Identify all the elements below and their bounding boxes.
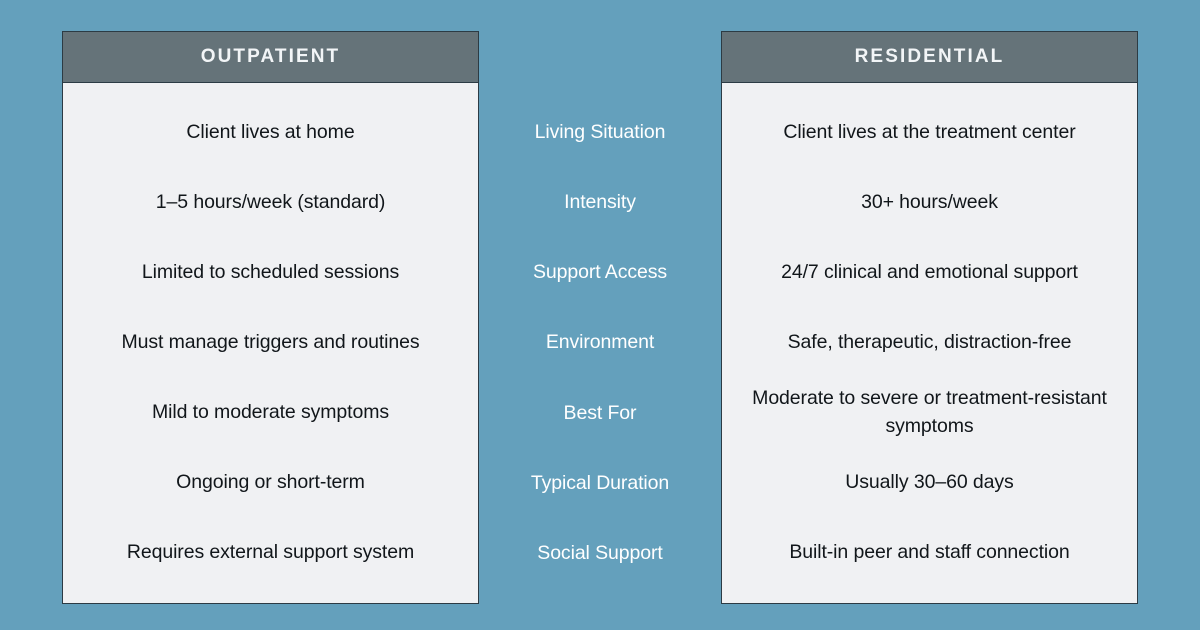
residential-cell-social-support: Built-in peer and staff connection (732, 517, 1127, 587)
label-text: Intensity (564, 191, 636, 214)
outpatient-cell-typical-duration: Ongoing or short-term (73, 447, 468, 517)
label-text: Living Situation (534, 120, 666, 143)
attribute-label-column: Living Situation Intensity Support Acces… (479, 83, 721, 604)
cell-text: 30+ hours/week (861, 190, 998, 213)
label-typical-duration: Typical Duration (479, 448, 721, 518)
outpatient-card-header: OUTPATIENT (62, 31, 479, 83)
label-text: Environment (545, 331, 655, 354)
cell-text: Moderate to severe or treatment-resistan… (752, 386, 1107, 437)
label-text: Best For (563, 401, 637, 424)
label-living-situation: Living Situation (479, 97, 721, 167)
residential-card-header: RESIDENTIAL (721, 31, 1138, 83)
label-text: Support Access (532, 261, 668, 284)
outpatient-cell-best-for: Mild to moderate symptoms (73, 377, 468, 447)
outpatient-cell-environment: Must manage triggers and routines (73, 307, 468, 377)
outpatient-card-body: Client lives at home 1–5 hours/week (sta… (62, 83, 479, 604)
residential-card-body: Client lives at the treatment center 30+… (721, 83, 1138, 604)
cell-text: Client lives at home (186, 120, 355, 143)
residential-cell-intensity: 30+ hours/week (732, 167, 1127, 237)
residential-cell-environment: Safe, therapeutic, distraction-free (732, 307, 1127, 377)
cell-text: Safe, therapeutic, distraction-free (787, 330, 1072, 353)
label-social-support: Social Support (479, 518, 721, 588)
residential-header-title: RESIDENTIAL (854, 46, 1005, 67)
cell-text: Must manage triggers and routines (121, 330, 420, 353)
cell-text: Requires external support system (126, 540, 415, 563)
cell-text: Limited to scheduled sessions (141, 260, 400, 283)
label-best-for: Best For (479, 378, 721, 448)
cell-text: Usually 30–60 days (845, 470, 1014, 493)
label-support-access: Support Access (479, 237, 721, 307)
label-intensity: Intensity (479, 167, 721, 237)
outpatient-cell-intensity: 1–5 hours/week (standard) (73, 167, 468, 237)
cell-text: Ongoing or short-term (176, 470, 365, 493)
cell-text: Client lives at the treatment center (783, 120, 1076, 143)
outpatient-header-title: OUTPATIENT (200, 46, 341, 67)
residential-cell-best-for: Moderate to severe or treatment-resistan… (732, 377, 1127, 447)
residential-cell-living-situation: Client lives at the treatment center (732, 97, 1127, 167)
label-text: Social Support (537, 541, 663, 564)
cell-text: Mild to moderate symptoms (152, 400, 389, 423)
cell-text: 24/7 clinical and emotional support (781, 260, 1078, 283)
outpatient-cell-social-support: Requires external support system (73, 517, 468, 587)
outpatient-cell-support-access: Limited to scheduled sessions (73, 237, 468, 307)
residential-cell-support-access: 24/7 clinical and emotional support (732, 237, 1127, 307)
outpatient-cell-living-situation: Client lives at home (73, 97, 468, 167)
label-text: Typical Duration (530, 471, 670, 494)
cell-text: 1–5 hours/week (standard) (155, 190, 386, 213)
cell-text: Built-in peer and staff connection (789, 540, 1070, 563)
outpatient-card: OUTPATIENT Client lives at home 1–5 hour… (62, 31, 479, 604)
label-environment: Environment (479, 307, 721, 377)
residential-card: RESIDENTIAL Client lives at the treatmen… (721, 31, 1138, 604)
residential-cell-typical-duration: Usually 30–60 days (732, 447, 1127, 517)
